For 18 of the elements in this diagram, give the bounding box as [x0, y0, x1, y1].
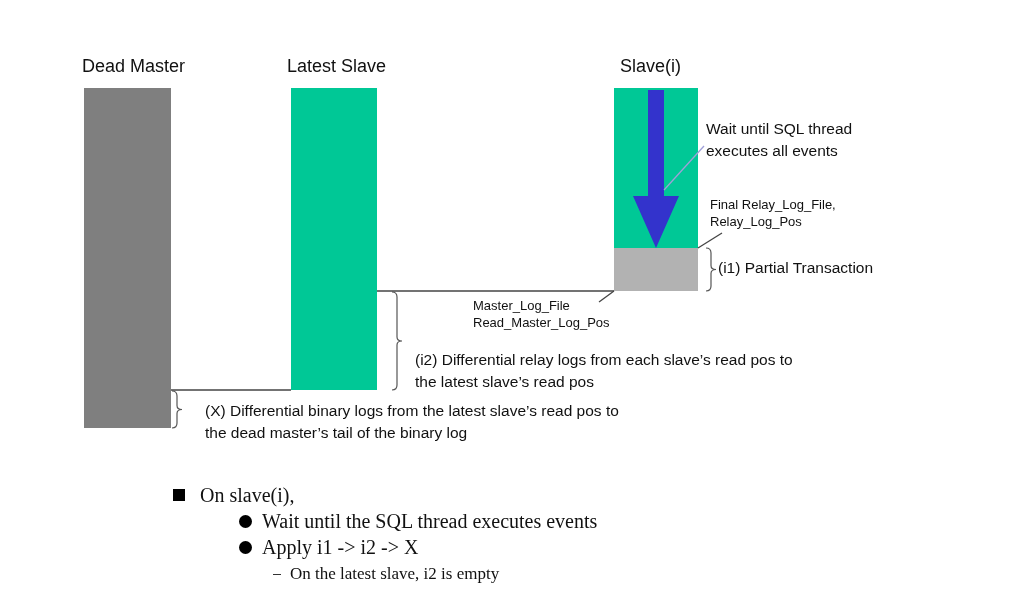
annotation-text: (i1) Partial Transaction	[718, 258, 874, 278]
column-heading: Latest Slave	[287, 56, 388, 77]
column-heading: Dead Master	[82, 56, 187, 77]
callout-text: Master_Log_File Read_Master_Log_Pos	[473, 297, 611, 331]
leader-line	[697, 232, 723, 249]
leader-line	[598, 290, 615, 303]
annotation-text: (X) Differential binary logs from the latest slave’s read pos to the dead master’s tail of the binary log	[205, 401, 620, 443]
annotation-text: (i2) Differential relay logs from each slave’s read pos to the latest slave’s read pos	[415, 350, 794, 392]
bullet-text: On the latest slave, i2 is empty	[290, 563, 500, 585]
bullet-text: Wait until the SQL thread executes events	[262, 509, 598, 534]
column-heading: Slave(i)	[620, 56, 682, 77]
transaction-block	[614, 248, 698, 291]
bullet-text: Apply i1 -> i2 -> X	[262, 535, 419, 560]
callout-text: Final Relay_Log_File, Relay_Log_Pos	[710, 196, 837, 230]
leader-line	[170, 389, 292, 391]
callout-text: Wait until SQL thread executes all events	[706, 119, 854, 161]
bullet-text: On slave(i),	[200, 483, 295, 508]
leader-line	[376, 290, 615, 292]
